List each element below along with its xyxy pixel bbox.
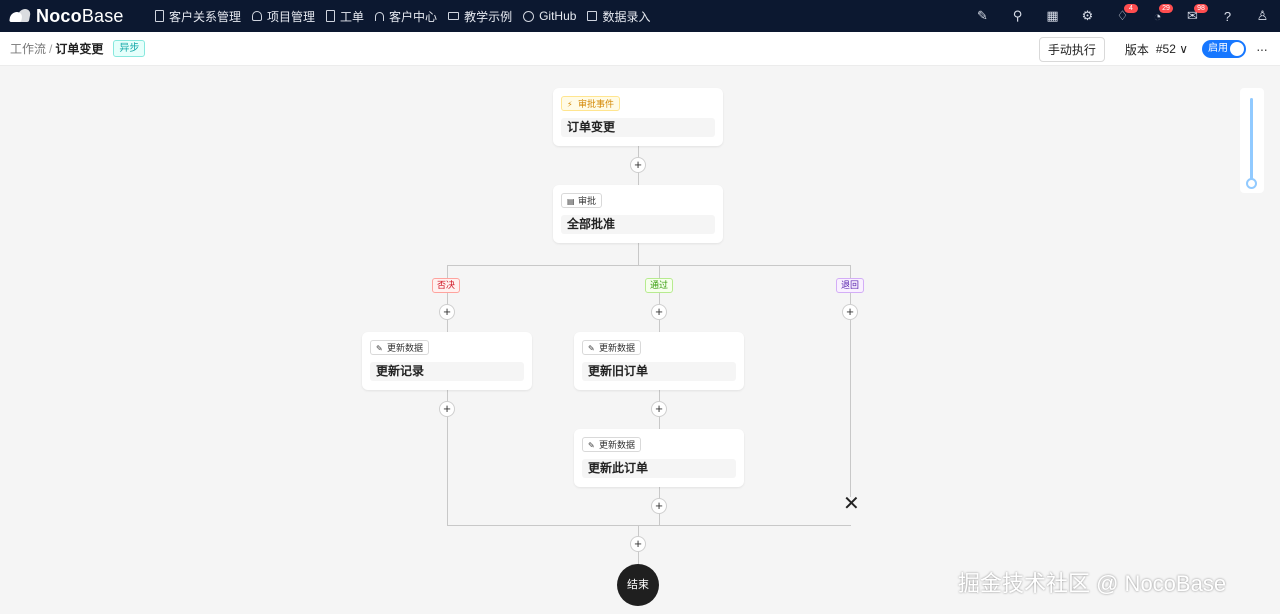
- menu-item-github[interactable]: GitHub: [523, 9, 576, 23]
- toggle-knob: [1230, 42, 1244, 56]
- menu-item-label: 数据录入: [602, 9, 651, 24]
- add-node-button[interactable]: +: [630, 157, 646, 173]
- document-icon: [326, 10, 336, 22]
- version-dropdown[interactable]: #52 ∨: [1155, 42, 1188, 56]
- manual-run-button[interactable]: 手动执行: [1038, 36, 1105, 62]
- menu-item-tickets[interactable]: 工单: [326, 8, 364, 25]
- watermark: 掘金技术社区 @ NocoBase: [958, 571, 1227, 596]
- settings-icon[interactable]: ⚙: [1081, 8, 1094, 23]
- mail-badge: 98: [1194, 4, 1208, 13]
- plugin-icon[interactable]: ⚲: [1012, 8, 1023, 23]
- workflow-canvas: ⚡审批事件 订单变更 + ▤审批 全部批准 否决 通过 退回 + + + ✎更新…: [0, 66, 1280, 614]
- logo-mark-icon: [10, 9, 30, 23]
- mail-icon[interactable]: ✉98: [1175, 0, 1210, 32]
- update-this-order-node[interactable]: ✎更新数据 更新此订单: [574, 429, 744, 487]
- update-data-type-tag: ✎更新数据: [370, 340, 430, 355]
- approval-node[interactable]: ▤审批 全部批准: [553, 185, 723, 243]
- add-node-button[interactable]: +: [439, 304, 455, 320]
- menu-item-crm[interactable]: 客户关系管理: [155, 8, 241, 25]
- edit-icon: ✎: [588, 344, 595, 353]
- zoom-track: [1250, 98, 1253, 182]
- trigger-node[interactable]: ⚡审批事件 订单变更: [553, 88, 723, 146]
- lightning-icon: ⚡: [567, 100, 573, 109]
- main-menu: 客户关系管理 项目管理 工单 客户中心 教学示例 GitHub 数据录入: [155, 8, 661, 25]
- top-nav-bar: NocoBase 客户关系管理 项目管理 工单 客户中心 教学示例 GitHub…: [0, 0, 1280, 32]
- approval-title: 全部批准: [561, 215, 715, 234]
- page-title: 订单变更: [55, 42, 104, 56]
- end-node: 结束: [617, 564, 659, 606]
- add-node-button[interactable]: +: [842, 304, 858, 320]
- github-icon: [523, 10, 535, 22]
- version-label: 版本: [1124, 42, 1149, 57]
- menu-item-tutorials[interactable]: 教学示例: [448, 8, 512, 25]
- nocobase-logo[interactable]: NocoBase: [10, 6, 150, 27]
- update-old-order-title: 更新旧订单: [582, 362, 736, 381]
- headset-icon: [375, 11, 385, 21]
- add-node-button[interactable]: +: [439, 401, 455, 417]
- connector-line: [447, 265, 851, 266]
- add-node-button[interactable]: +: [651, 498, 667, 514]
- user-icon[interactable]: ♙: [1256, 8, 1269, 23]
- breadcrumb-workflow-link[interactable]: 工作流: [10, 42, 47, 56]
- help-icon[interactable]: ?: [1223, 8, 1232, 24]
- connector-line: [447, 525, 851, 526]
- add-node-button[interactable]: +: [630, 536, 646, 552]
- menu-item-label: 项目管理: [267, 9, 316, 24]
- menu-item-projects[interactable]: 项目管理: [252, 8, 315, 25]
- edit-icon: ✎: [376, 344, 383, 353]
- desktop-icon: [448, 12, 460, 20]
- menu-item-label: 工单: [340, 9, 365, 24]
- menu-item-label: 客户关系管理: [169, 9, 242, 24]
- branch-end-close-icon: ✕: [843, 493, 860, 515]
- apps-icon[interactable]: ▦: [1046, 8, 1059, 23]
- file-icon: [155, 10, 164, 22]
- add-node-button[interactable]: +: [651, 304, 667, 320]
- connector-line: [850, 265, 851, 497]
- logo-text-light: Base: [81, 5, 124, 26]
- branch-reject-tag: 否决: [432, 278, 461, 293]
- edit-icon: [587, 11, 598, 21]
- approval-icon: ▤: [567, 197, 575, 206]
- trigger-type-tag: ⚡审批事件: [561, 96, 621, 111]
- connector-line: [659, 265, 660, 525]
- zoom-handle[interactable]: [1246, 178, 1257, 189]
- connector-line: [447, 265, 448, 525]
- breadcrumb-separator: /: [49, 42, 53, 56]
- header-actions: ✎ ⚲ ▦ ⚙ ♢4 ◔29 ✉98 ? ♙: [965, 0, 1280, 32]
- enable-toggle[interactable]: 启用: [1202, 40, 1246, 58]
- menu-item-label: GitHub: [539, 9, 577, 23]
- menu-item-label: 客户中心: [389, 9, 438, 24]
- async-mode-tag: 异步: [113, 40, 146, 57]
- bell-icon[interactable]: ♢4: [1105, 0, 1140, 32]
- trigger-title: 订单变更: [561, 118, 715, 137]
- update-record-node[interactable]: ✎更新数据 更新记录: [362, 332, 532, 390]
- menu-item-label: 教学示例: [464, 9, 513, 24]
- logo-text-bold: Noco: [36, 5, 82, 26]
- update-old-order-node[interactable]: ✎更新数据 更新旧订单: [574, 332, 744, 390]
- notification-badge: 4: [1124, 4, 1138, 13]
- more-actions-icon[interactable]: ···: [1256, 41, 1268, 57]
- highlight-icon[interactable]: ✎: [977, 8, 988, 23]
- team-icon: [252, 11, 263, 21]
- zoom-slider[interactable]: [1240, 88, 1264, 193]
- update-data-type-tag: ✎更新数据: [582, 340, 642, 355]
- menu-item-customer-center[interactable]: 客户中心: [375, 8, 437, 25]
- check-circle-icon[interactable]: ◔29: [1140, 0, 1175, 32]
- branch-return-tag: 退回: [836, 278, 865, 293]
- enable-toggle-label: 启用: [1208, 43, 1228, 54]
- approval-type-tag: ▤审批: [561, 193, 603, 208]
- breadcrumb: 工作流/订单变更: [10, 40, 103, 57]
- todo-badge: 29: [1159, 4, 1173, 13]
- edit-icon: ✎: [588, 441, 595, 450]
- update-data-type-tag: ✎更新数据: [582, 437, 642, 452]
- workflow-header: 工作流/订单变更 异步 手动执行 版本 #52 ∨ 启用 ···: [0, 32, 1280, 66]
- add-node-button[interactable]: +: [651, 401, 667, 417]
- update-record-title: 更新记录: [370, 362, 524, 381]
- branch-approve-tag: 通过: [645, 278, 674, 293]
- connector-line: [638, 243, 639, 265]
- update-this-order-title: 更新此订单: [582, 459, 736, 478]
- menu-item-data-entry[interactable]: 数据录入: [587, 8, 650, 25]
